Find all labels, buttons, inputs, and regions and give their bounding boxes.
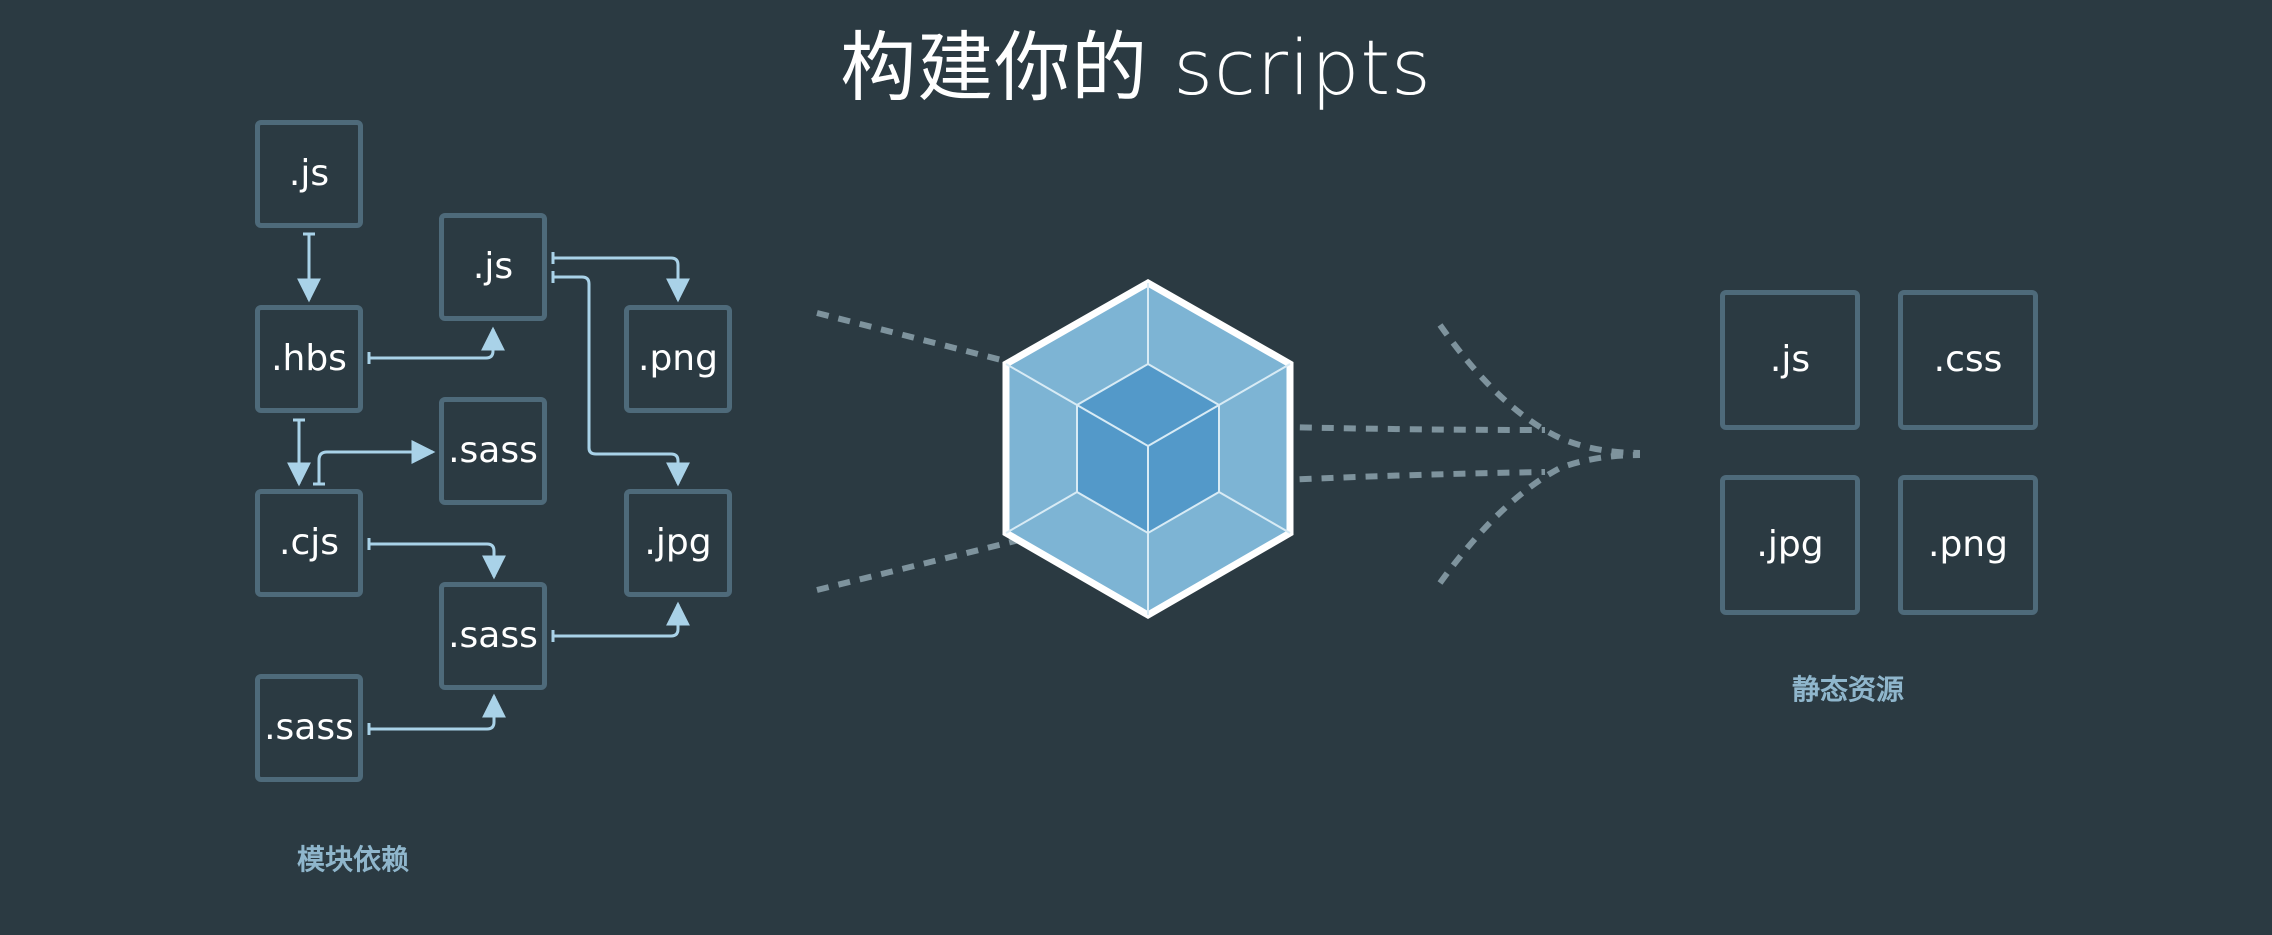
module-box-sass-3: .sass — [439, 582, 547, 690]
arrow-sass-to-jpg — [553, 601, 690, 638]
module-box-hbs: .hbs — [255, 305, 363, 413]
modules-caption: 模块依赖 — [296, 843, 409, 876]
flow-merge-top — [1437, 323, 1641, 456]
module-box-sass-2: .sass — [439, 397, 547, 505]
assets-caption: 静态资源 — [1791, 673, 1904, 706]
flow-out-top — [1079, 417, 1546, 433]
module-box-js: .js — [255, 120, 363, 228]
arrow-sass-to-sass — [369, 693, 506, 731]
asset-box-png: .png — [1898, 475, 2038, 615]
page-title: 构建你的 scripts — [840, 23, 1432, 112]
asset-box-jpg: .jpg — [1720, 475, 1860, 615]
flow-merge-bottom — [1437, 452, 1641, 585]
arrow-js-to-jpg — [553, 275, 690, 487]
module-box-cjs: .cjs — [255, 489, 363, 597]
module-box-js-2: .js — [439, 213, 547, 321]
module-box-png: .png — [624, 305, 732, 413]
module-box-jpg: .jpg — [624, 489, 732, 597]
asset-box-css: .css — [1898, 290, 2038, 430]
module-box-sass: .sass — [255, 674, 363, 782]
arrow-hbs-to-js — [369, 326, 505, 360]
webpack-cube-icon — [1002, 278, 1294, 620]
asset-box-js: .js — [1720, 290, 1860, 430]
arrow-branch-to-sass — [317, 440, 436, 484]
arrow-js-to-png — [553, 256, 690, 303]
arrow-cjs-to-sass — [369, 542, 506, 580]
flow-out-bottom — [1079, 469, 1546, 495]
